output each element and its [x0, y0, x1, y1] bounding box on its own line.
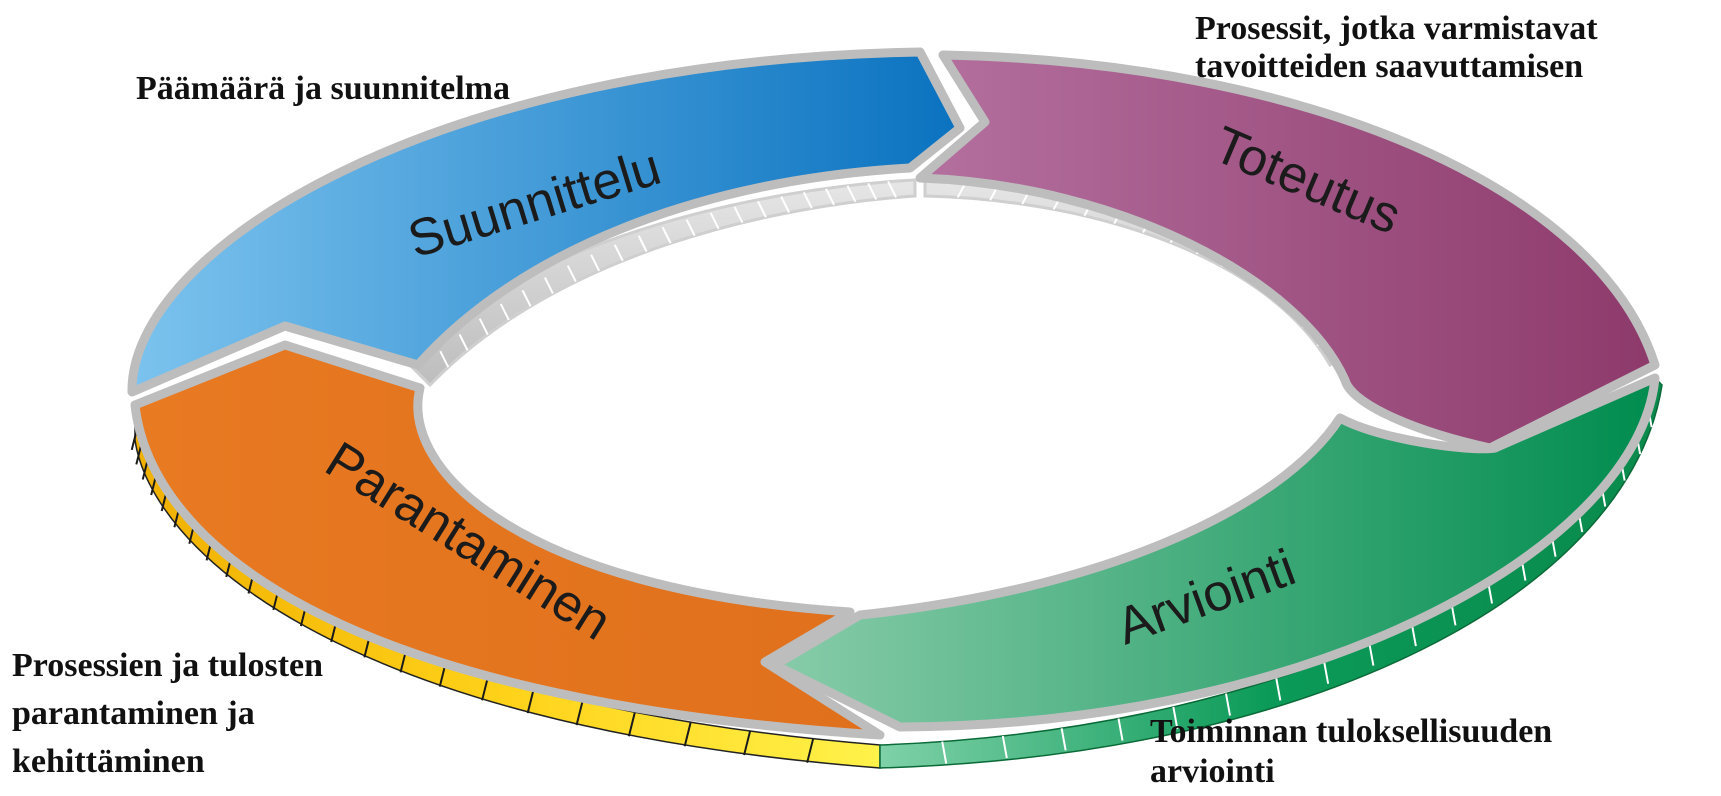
outer-rim-tick [683, 721, 692, 747]
inner-rim-tick [757, 200, 767, 218]
inner-rim-tick [637, 235, 648, 253]
inner-rim-tick [802, 191, 813, 209]
note-implementation-line-1: Prosessit, jotka varmistavat [1195, 10, 1598, 47]
note-evaluation: Toiminnan tuloksellisuuden arviointi [1150, 712, 1552, 792]
note-planning-line: Päämäärä ja suunnitelma [136, 70, 510, 107]
inner-rim-tick [685, 219, 696, 237]
note-evaluation-line-2: arviointi [1150, 753, 1275, 790]
segment-suunnittelu [127, 47, 965, 397]
outer-rim-tick [1275, 678, 1282, 701]
inner-rim-tick [825, 188, 835, 206]
note-improvement-line-3: kehittäminen [12, 743, 205, 780]
outer-rim-tick [1410, 623, 1417, 647]
inner-rim-tick [566, 265, 577, 283]
inner-rim-tick [544, 277, 554, 294]
outer-rim-tick [941, 741, 948, 764]
inner-rim-tick [499, 303, 510, 321]
inner-rim-tick [846, 185, 857, 203]
inner-rim-tick [709, 212, 720, 230]
outer-rim-tick [1225, 693, 1231, 716]
outer-rim-tick [526, 688, 535, 714]
inner-rim-tick [478, 318, 489, 336]
outer-rim-tick [575, 700, 584, 726]
inner-rim-tick [661, 226, 672, 244]
inner-rim-tick [780, 196, 791, 213]
outer-rim-tick [743, 730, 752, 756]
outer-rim-tick [1117, 718, 1124, 741]
outer-rim-tick [1172, 706, 1179, 730]
inner-rim-tick [590, 254, 601, 272]
segment-toteutus [915, 50, 1660, 453]
inner-rim-tick [887, 181, 897, 198]
inner-rim-tick [521, 289, 532, 307]
outer-rim-tick [1001, 735, 1008, 759]
inner-rim-tick [458, 333, 469, 351]
outer-rim-tick [627, 711, 636, 737]
outer-rim-tick [1060, 728, 1067, 751]
outer-rim-tick [806, 738, 815, 763]
note-planning: Päämäärä ja suunnitelma [136, 70, 510, 108]
inner-rim-tick [613, 244, 624, 262]
segment-parantaminen [130, 340, 885, 740]
inner-rim-tick [867, 182, 878, 200]
note-implementation: Prosessit, jotka varmistavat tavoitteide… [1195, 10, 1598, 86]
inner-rim-tick [439, 350, 450, 368]
outer-rim-tick [1368, 643, 1375, 666]
note-improvement-line-1: Prosessien ja tulosten [12, 647, 324, 684]
segment-arviointi [770, 373, 1660, 732]
note-implementation-line-2: tavoitteiden saavuttamisen [1195, 48, 1584, 85]
note-evaluation-line-1: Toiminnan tuloksellisuuden [1150, 713, 1553, 750]
note-improvement-line-2: parantaminen ja [12, 695, 255, 732]
inner-rim-tick [733, 206, 744, 224]
outer-rim-tick [1323, 661, 1330, 684]
note-improvement: Prosessien ja tulosten parantaminen ja k… [12, 642, 323, 786]
